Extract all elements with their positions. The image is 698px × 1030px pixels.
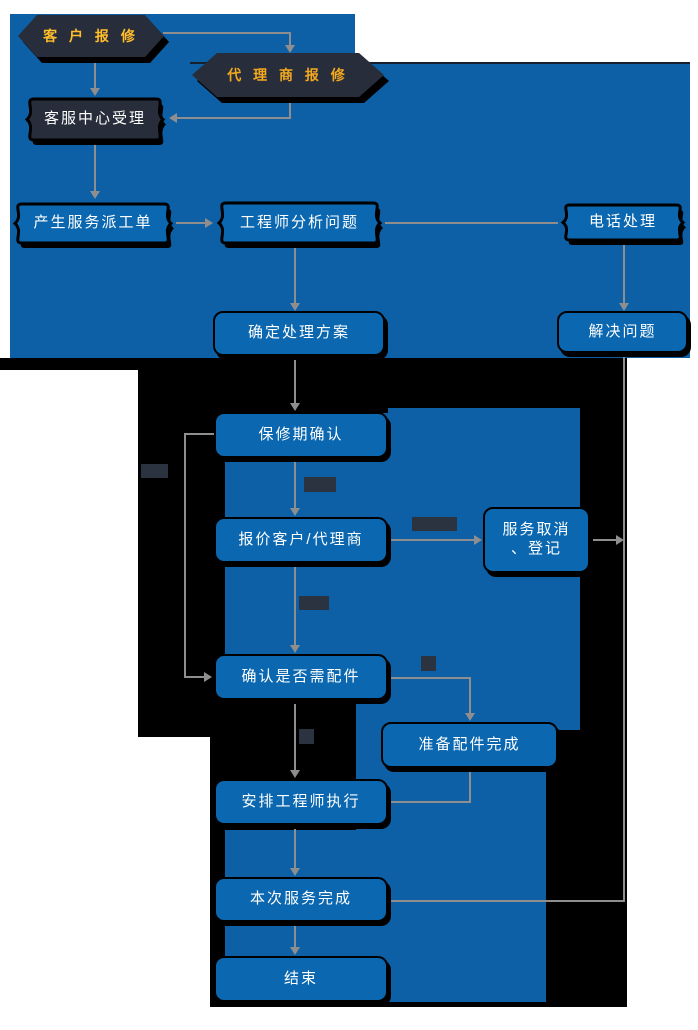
connector-prep-to-assign-h (391, 801, 471, 803)
condition-tag-4 (299, 596, 329, 610)
connector-quote-to-parts (294, 563, 296, 645)
arrowhead-into-warranty (290, 403, 300, 411)
connector-agent-to-center-v (289, 97, 291, 118)
node-customer-report: 客 户 报 修 (18, 15, 169, 63)
node-work-order: 产生服务派工单 (10, 201, 176, 248)
arrowhead-into-center-right (169, 113, 177, 123)
node-service-cancel: 服务取消 、登记 (483, 507, 590, 573)
node-parts-needed: 确认是否需配件 (214, 654, 388, 700)
node-end-label: 结束 (283, 969, 318, 987)
connector-prep-to-assign-v (469, 768, 471, 802)
node-parts-needed-label: 确认是否需配件 (241, 667, 361, 685)
arrowhead-into-analyze (205, 218, 213, 228)
arrowhead-into-agent (285, 45, 295, 53)
connector-plan-to-warranty (294, 356, 296, 403)
node-end: 结束 (214, 956, 388, 1002)
node-service-complete-label: 本次服务完成 (249, 890, 352, 908)
connector-customer-to-center (94, 57, 96, 88)
arrowhead-into-cancel (474, 535, 482, 545)
node-quote: 报价客户/代理商 (214, 517, 388, 563)
node-determine-plan-label: 确定处理方案 (247, 324, 350, 342)
node-service-cancel-label: 服务取消 (502, 521, 571, 539)
connector-customer-to-agent-v (289, 32, 291, 46)
node-work-order-label: 产生服务派工单 (33, 214, 153, 232)
connector-join-to-complete (391, 900, 625, 902)
connector-analyze-to-plan (294, 246, 296, 303)
node-agent-report: 代 理 商 报 修 (192, 53, 389, 103)
connector-assign-to-complete (294, 825, 296, 868)
condition-tag-5 (421, 656, 436, 671)
connector-parts-to-prep-v (469, 677, 471, 713)
node-parts-ready-label: 准备配件完成 (418, 735, 521, 753)
bg-black-shadow-strip (0, 358, 142, 370)
node-engineer-analyze-label: 工程师分析问题 (239, 213, 359, 231)
connector-complete-to-end (294, 922, 296, 947)
connector-quote-to-cancel (388, 539, 474, 541)
connector-warranty-loop-h2 (184, 676, 205, 678)
connector-parts-to-assign (294, 700, 296, 770)
arrowhead-into-workorder (90, 191, 100, 199)
node-quote-label: 报价客户/代理商 (238, 530, 364, 548)
arrowhead-into-assign (290, 770, 300, 778)
node-customer-report-label: 客 户 报 修 (43, 28, 139, 44)
arrowhead-into-plan (290, 303, 300, 311)
arrowhead-into-center (90, 88, 100, 96)
arrowhead-into-complete (290, 868, 300, 876)
arrowhead-cancel-join (616, 535, 624, 545)
node-engineer-analyze: 工程师分析问题 (214, 200, 385, 248)
node-service-cancel-label2: 、登记 (510, 540, 562, 557)
condition-tag-6 (299, 729, 314, 744)
arrowhead-into-solve (619, 303, 629, 311)
condition-tag-2 (304, 477, 336, 492)
node-parts-ready: 准备配件完成 (381, 722, 558, 768)
node-service-complete: 本次服务完成 (214, 877, 388, 922)
node-assign-engineer: 安排工程师执行 (214, 779, 388, 825)
node-agent-report-label: 代 理 商 报 修 (227, 67, 349, 83)
connector-analyze-to-phone (385, 222, 558, 224)
connector-cancel-out (590, 539, 617, 541)
arrowhead-into-prep (465, 713, 475, 721)
node-assign-engineer-label: 安排工程师执行 (241, 792, 361, 810)
node-determine-plan: 确定处理方案 (213, 311, 385, 356)
connector-warranty-loop-h1 (184, 433, 214, 435)
node-phone-handle: 电话处理 (558, 202, 688, 245)
arrowhead-into-quote (290, 508, 300, 516)
node-service-center: 客服中心受理 (22, 96, 168, 145)
node-phone-handle-label: 电话处理 (588, 213, 657, 231)
condition-tag-3 (412, 517, 457, 531)
node-warranty-confirm-label: 保修期确认 (258, 425, 344, 443)
node-warranty-confirm: 保修期确认 (214, 412, 388, 458)
connector-agent-to-center-h (176, 117, 291, 119)
node-service-center-label: 客服中心受理 (43, 110, 146, 128)
arrowhead-into-end (290, 947, 300, 955)
connector-warranty-to-quote (294, 458, 296, 508)
connector-center-to-workorder (94, 143, 96, 191)
connector-parts-to-prep-h (388, 677, 471, 679)
connector-phone-to-solve (623, 243, 625, 303)
condition-tag-1 (141, 464, 168, 478)
arrowhead-into-parts-needed (290, 645, 300, 653)
connector-solve-down-long (623, 353, 625, 902)
connector-workorder-to-analyze (176, 222, 206, 224)
node-solve-problem-label: 解决问题 (588, 322, 657, 340)
connector-warranty-loop-v (184, 433, 186, 678)
arrowhead-into-parts-needed-left (204, 672, 212, 682)
connector-customer-to-agent-h (163, 32, 290, 34)
node-solve-problem: 解决问题 (557, 311, 688, 353)
